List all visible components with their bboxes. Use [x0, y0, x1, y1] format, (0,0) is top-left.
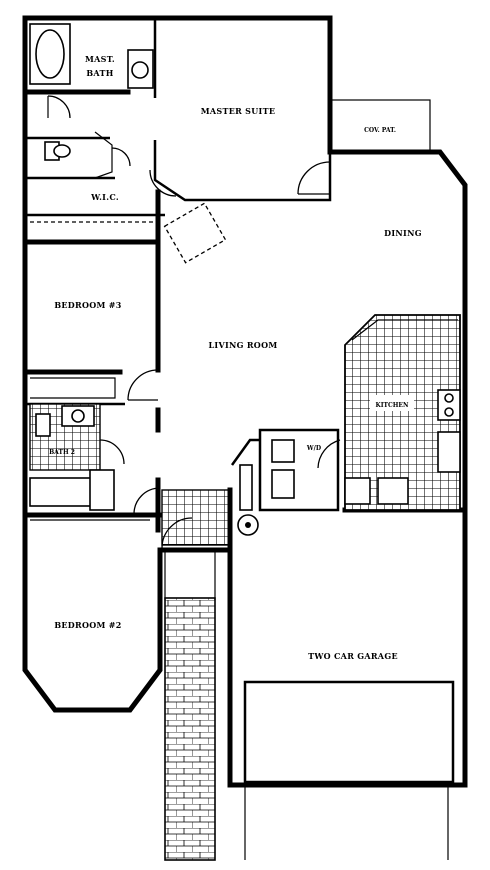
kitchen: KITCHEN	[344, 314, 461, 511]
bedroom2-label: BEDROOM #2	[54, 620, 121, 630]
master-suite: MASTER SUITE	[153, 106, 332, 202]
wd-label: W/D	[306, 445, 321, 452]
cov-pat-label: COV. PAT.	[364, 127, 396, 134]
kitchen-sink	[437, 431, 461, 473]
master-bath: MAST. BATH	[22, 18, 157, 180]
bath2-label: BATH 2	[49, 449, 75, 456]
tub-2	[29, 477, 93, 507]
living-room-label: LIVING ROOM	[209, 340, 278, 350]
laundry: W/D	[230, 428, 341, 512]
garage-label: TWO CAR GARAGE	[308, 651, 398, 661]
front-walkway	[164, 597, 216, 861]
fridge	[377, 477, 409, 505]
living-room: LIVING ROOM	[155, 340, 278, 433]
bedroom3-label: BEDROOM #3	[54, 300, 121, 310]
mast-bath-label-2: BATH	[86, 68, 113, 78]
dryer	[271, 469, 295, 499]
exterior-walls	[22, 15, 468, 788]
hall-entry	[133, 477, 259, 553]
bath-2: BATH 2	[25, 402, 125, 511]
bedroom-2: BEDROOM #2	[30, 519, 150, 630]
garage: TWO CAR GARAGE	[243, 651, 455, 860]
kitchen-label: KITCHEN	[376, 402, 410, 409]
covered-patio: COV. PAT.	[329, 99, 431, 153]
mast-bath-label: MAST.	[85, 54, 115, 64]
washer	[271, 439, 295, 463]
bedroom-3: BEDROOM #3	[22, 239, 161, 401]
walk-in-closet: W.I.C.	[25, 169, 177, 223]
master-suite-label: MASTER SUITE	[201, 106, 275, 116]
dining-label: DINING	[384, 228, 422, 238]
fireplace-outline	[163, 202, 227, 264]
wic-label: W.I.C.	[90, 192, 119, 202]
range	[437, 389, 461, 421]
toilet-2	[35, 413, 51, 437]
